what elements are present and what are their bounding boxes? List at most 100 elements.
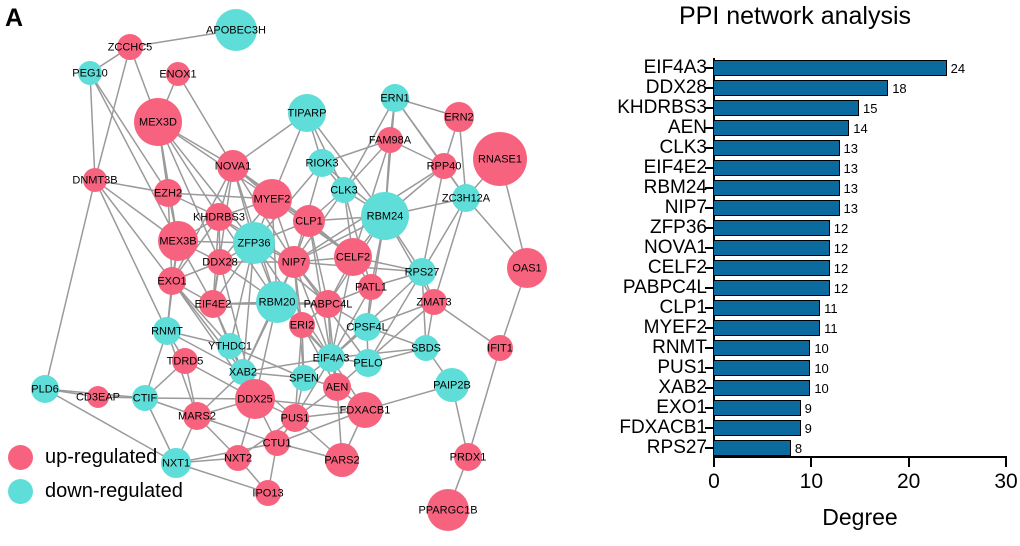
- network-node-circle[interactable]: [291, 365, 317, 391]
- network-node-circle[interactable]: [256, 281, 298, 323]
- bar-row[interactable]: 10: [713, 380, 829, 396]
- network-node[interactable]: ERN2: [444, 102, 474, 132]
- network-node-circle[interactable]: [31, 375, 59, 403]
- network-node-circle[interactable]: [317, 344, 345, 372]
- network-node-circle[interactable]: [308, 149, 336, 177]
- network-node[interactable]: PPARGC1B: [418, 489, 478, 531]
- network-node[interactable]: KHDRBS3: [193, 203, 245, 231]
- bar[interactable]: [713, 220, 830, 236]
- network-node-circle[interactable]: [354, 349, 382, 377]
- network-node-circle[interactable]: [293, 205, 325, 237]
- bar[interactable]: [713, 280, 830, 296]
- network-node-circle[interactable]: [158, 221, 198, 261]
- bar[interactable]: [713, 200, 840, 216]
- bar-row[interactable]: 9: [713, 400, 812, 416]
- network-node-circle[interactable]: [117, 34, 143, 60]
- bar-row[interactable]: 12: [713, 260, 848, 276]
- network-node-circle[interactable]: [230, 359, 256, 385]
- network-node[interactable]: APOBEC3H: [206, 9, 266, 51]
- network-node-circle[interactable]: [288, 94, 326, 132]
- bar-row[interactable]: 8: [713, 440, 802, 456]
- network-node-circle[interactable]: [252, 179, 292, 219]
- network-node[interactable]: RNMT: [151, 317, 183, 345]
- network-node[interactable]: NXT1: [161, 448, 191, 478]
- network-node[interactable]: CD3EAP: [76, 386, 120, 408]
- network-node-circle[interactable]: [353, 313, 381, 341]
- network-node-circle[interactable]: [413, 335, 439, 361]
- network-node[interactable]: ZC3H12A: [442, 184, 491, 212]
- bar[interactable]: [713, 120, 850, 136]
- network-node-circle[interactable]: [158, 267, 186, 295]
- network-node-circle[interactable]: [134, 98, 182, 146]
- network-node-circle[interactable]: [278, 246, 310, 278]
- network-node-circle[interactable]: [334, 238, 372, 276]
- bar-row[interactable]: 9: [713, 420, 812, 436]
- network-node[interactable]: ERI2: [289, 312, 315, 338]
- bar[interactable]: [713, 160, 840, 176]
- bar-row[interactable]: 12: [713, 280, 848, 296]
- bar-row[interactable]: 14: [713, 120, 868, 136]
- bar[interactable]: [713, 300, 821, 316]
- network-node-circle[interactable]: [215, 9, 257, 51]
- network-node[interactable]: ZCCHC5: [108, 34, 153, 60]
- bar-row[interactable]: 11: [713, 300, 838, 316]
- network-node-circle[interactable]: [325, 443, 359, 477]
- bar-row[interactable]: 13: [713, 180, 858, 196]
- network-node-circle[interactable]: [452, 184, 480, 212]
- network-node-circle[interactable]: [487, 335, 513, 361]
- network-node[interactable]: YTHDC1: [208, 333, 252, 359]
- network-node[interactable]: DDX28: [202, 249, 238, 275]
- network-node-circle[interactable]: [83, 168, 107, 192]
- network-node[interactable]: PATL1: [355, 274, 387, 300]
- network-node-circle[interactable]: [87, 386, 109, 408]
- network-node-circle[interactable]: [255, 480, 281, 506]
- bar[interactable]: [713, 400, 801, 416]
- network-node-circle[interactable]: [381, 84, 409, 112]
- bar[interactable]: [713, 260, 830, 276]
- network-node[interactable]: IFIT1: [487, 335, 513, 361]
- bar-row[interactable]: 10: [713, 340, 829, 356]
- network-node-circle[interactable]: [454, 443, 482, 471]
- network-node[interactable]: EIF4A3: [313, 344, 350, 372]
- network-node[interactable]: CLK3: [330, 177, 358, 203]
- network-node[interactable]: RBM24: [361, 192, 409, 240]
- network-node-circle[interactable]: [435, 368, 469, 402]
- network-node[interactable]: PRDX1: [450, 443, 487, 471]
- network-node-circle[interactable]: [377, 127, 403, 153]
- bar-row[interactable]: 13: [713, 160, 858, 176]
- network-node[interactable]: SPEN: [289, 365, 319, 391]
- network-node[interactable]: OAS1: [507, 248, 547, 288]
- network-node[interactable]: DDX25: [235, 379, 275, 419]
- bar[interactable]: [713, 320, 821, 336]
- bar-row[interactable]: 12: [713, 220, 848, 236]
- network-node[interactable]: RBM20: [256, 281, 298, 323]
- network-node-circle[interactable]: [264, 430, 290, 456]
- bar[interactable]: [713, 360, 811, 376]
- network-node-circle[interactable]: [281, 404, 309, 432]
- bar-row[interactable]: 18: [713, 80, 907, 96]
- network-node-circle[interactable]: [361, 192, 409, 240]
- network-node-circle[interactable]: [153, 317, 181, 345]
- network-node[interactable]: NIP7: [278, 246, 310, 278]
- network-node-circle[interactable]: [347, 392, 383, 428]
- network-node[interactable]: FDXACB1: [340, 392, 391, 428]
- bar[interactable]: [713, 60, 947, 76]
- network-node[interactable]: PLD6: [31, 375, 59, 403]
- network-node[interactable]: EZH2: [154, 179, 182, 207]
- network-node[interactable]: TDRD5: [167, 348, 204, 374]
- network-node-circle[interactable]: [408, 258, 436, 286]
- network-node[interactable]: DNMT3B: [72, 168, 118, 192]
- network-node[interactable]: AEN: [323, 373, 351, 401]
- network-node[interactable]: ZMAT3: [416, 289, 452, 315]
- bar[interactable]: [713, 140, 840, 156]
- network-node[interactable]: NXT2: [224, 445, 252, 471]
- network-node[interactable]: CLP1: [293, 205, 325, 237]
- network-node[interactable]: MYEF2: [252, 179, 292, 219]
- network-node-circle[interactable]: [323, 373, 351, 401]
- network-node[interactable]: PABPC4L: [304, 290, 353, 318]
- bar-row[interactable]: 15: [713, 100, 877, 116]
- network-node-circle[interactable]: [217, 150, 249, 182]
- network-node-circle[interactable]: [166, 62, 190, 86]
- network-node-circle[interactable]: [444, 102, 474, 132]
- network-node[interactable]: RPS27: [405, 258, 440, 286]
